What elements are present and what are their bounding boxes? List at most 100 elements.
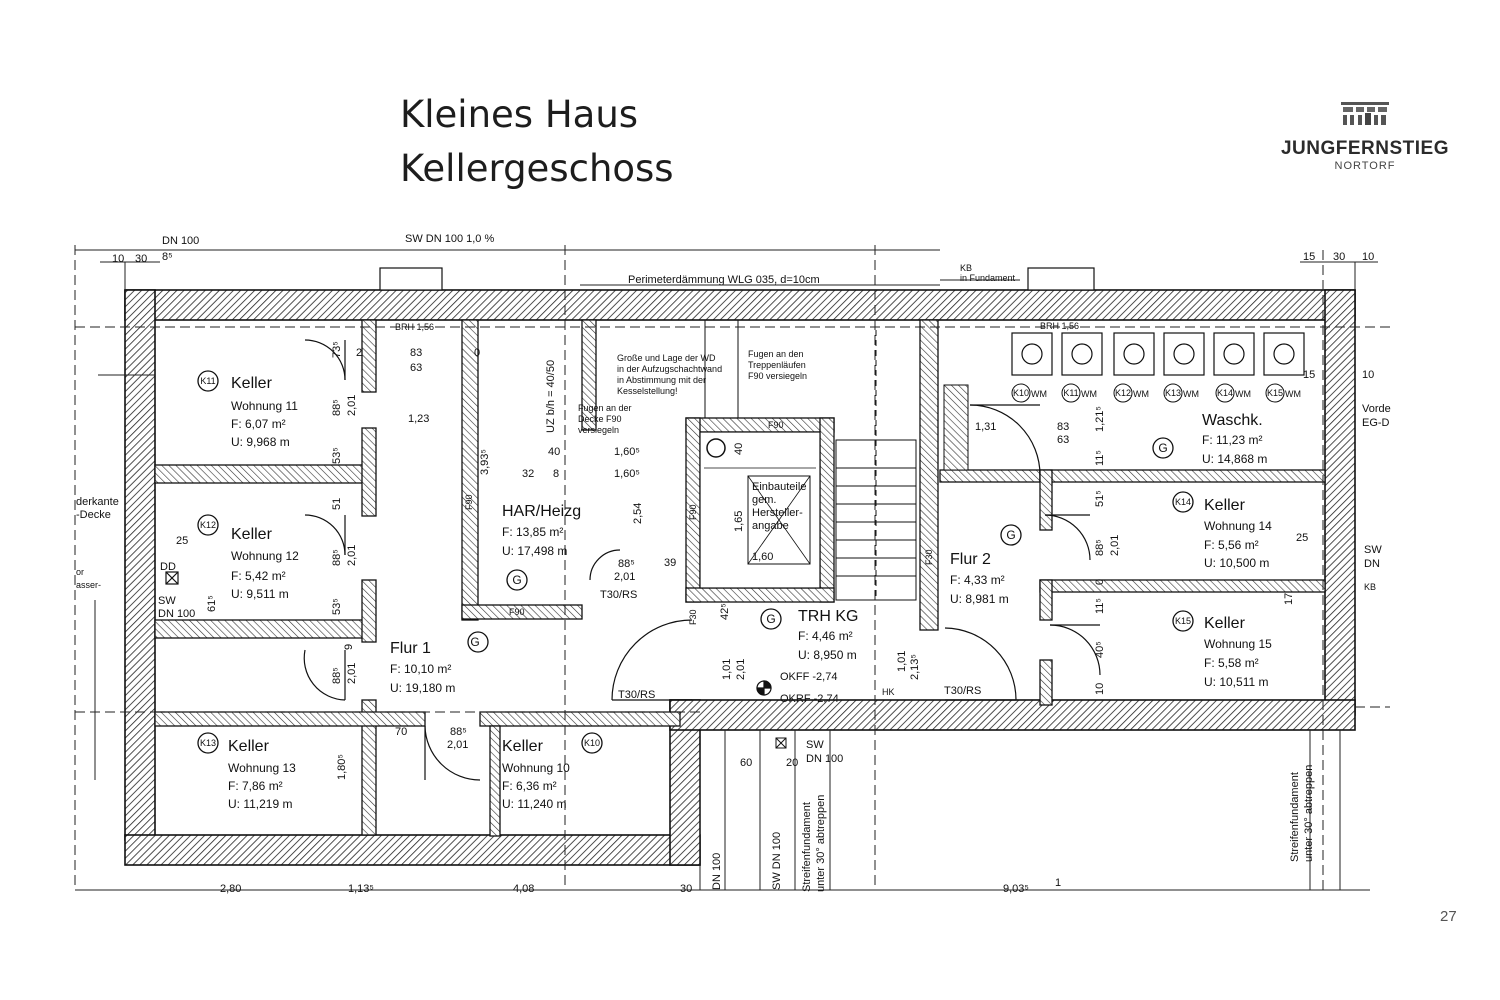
- room-badges: [197, 370, 1194, 754]
- note-okrf: OKRF -2,74: [780, 693, 839, 705]
- dim-40r: 40⁵: [1094, 641, 1106, 658]
- room-k12-name: Keller: [231, 526, 273, 543]
- dim-88a: 88⁵: [331, 399, 343, 416]
- dim-51: 51: [331, 498, 343, 510]
- note-dn100-left: DN 100: [158, 608, 195, 620]
- note-kb: KB: [960, 263, 972, 273]
- note-vorde-1: Vorde: [1362, 403, 1391, 415]
- dim-201c: 2,01: [346, 663, 358, 684]
- dim-51r: 51⁵: [1094, 490, 1106, 507]
- exterior-walls: [124, 289, 1356, 866]
- note-wasser-2: asser-: [76, 580, 101, 590]
- dim-201e: 2,01: [735, 659, 747, 680]
- machine-label-k14: K14 WM: [1215, 383, 1251, 403]
- note-f90-har: F90: [509, 607, 525, 617]
- note-wasser-1: or: [76, 567, 84, 577]
- note-t30-3: T30/RS: [600, 589, 637, 601]
- dim-32: 32: [522, 468, 534, 480]
- shaft-cabin-box: [747, 475, 811, 565]
- machine-labels: K10 WM K11 WM K12 WM K13 WM K14 WM K15 W…: [1011, 383, 1301, 403]
- dim-70: 70: [395, 726, 407, 738]
- dim-254: 2,54: [632, 503, 644, 524]
- dim-8b: 8: [553, 468, 559, 480]
- dim-9: 9: [343, 644, 355, 650]
- room-wasch-badge: G: [1158, 441, 1167, 455]
- elevation-marker-icon: [756, 680, 772, 696]
- dim-30: 30: [135, 253, 147, 265]
- room-har-area: F: 13,85 m²: [502, 525, 563, 539]
- dim-b903: 9,03⁵: [1003, 883, 1029, 895]
- dim-15: 15: [1303, 251, 1315, 263]
- note-f90-wall: F90: [464, 494, 474, 510]
- machine-label-k11: K11 WM: [1061, 383, 1097, 403]
- note-sw-left: SW: [158, 595, 176, 607]
- room-k14-unit: Wohnung 14: [1204, 519, 1272, 533]
- room-k13-unit: Wohnung 13: [228, 761, 296, 775]
- room-trh-badge: G: [766, 612, 775, 626]
- room-flur2-name: Flur 2: [950, 551, 991, 568]
- room-k11-area: F: 6,07 m²: [231, 417, 286, 431]
- machine-k12-badge: K12: [1115, 388, 1131, 398]
- room-k11: K11 Keller Wohnung 11 F: 6,07 m² U: 9,96…: [200, 375, 298, 449]
- note-fugen1-2: Treppenläufen: [748, 360, 806, 370]
- dim-10r: 10: [1362, 251, 1374, 263]
- room-wasch-area: F: 11,23 m²: [1202, 433, 1262, 447]
- dim-83r: 83: [1057, 421, 1069, 433]
- dim-0r: 0: [1094, 579, 1106, 585]
- room-k12-perimeter: U: 9,511 m: [231, 587, 289, 601]
- dim-88r: 88⁵: [1094, 539, 1106, 556]
- note-sw-bottom: SW: [806, 739, 824, 751]
- note-einbau-4: angabe: [752, 520, 789, 532]
- note-f30-wall: F30: [924, 549, 934, 565]
- dim-b1: 1: [1055, 877, 1061, 889]
- drain-symbol-icon: [165, 571, 179, 585]
- dim-88c: 88⁵: [331, 667, 343, 684]
- room-wasch-perimeter: U: 14,868 m: [1202, 452, 1267, 466]
- machine-k15-wm: WM: [1285, 389, 1301, 399]
- room-k10-name: Keller: [502, 738, 544, 755]
- note-dn100-v1: DN 100: [711, 853, 723, 890]
- dim-39: 39: [664, 557, 676, 569]
- room-har-name: HAR/Heizg: [502, 503, 581, 520]
- dim-123: 1,23: [408, 413, 429, 425]
- room-k15: K15 Keller Wohnung 15 F: 5,58 m² U: 10,5…: [1175, 615, 1272, 689]
- dim-40b: 40: [733, 443, 745, 455]
- note-fugen2-3: versiegeln: [578, 425, 619, 435]
- dim-63: 63: [410, 362, 422, 374]
- dim-30r: 30: [1333, 251, 1345, 263]
- room-k13-name: Keller: [228, 738, 270, 755]
- note-okff: OKFF -2,74: [780, 671, 837, 683]
- dim-121: 1,21⁵: [1094, 406, 1106, 432]
- dim-101a: 1,01: [721, 659, 733, 680]
- note-fugen2-1: Fugen an der: [578, 403, 632, 413]
- dim-83: 83: [410, 347, 422, 359]
- dim-b408: 4,08: [513, 883, 534, 895]
- note-vorde-2: EG-D: [1362, 417, 1390, 429]
- roof-box-right: [1027, 267, 1095, 291]
- note-kb-right: KB: [1364, 582, 1376, 592]
- room-k10-area: F: 6,36 m²: [502, 779, 557, 793]
- note-f90-top: F90: [768, 420, 784, 430]
- room-flur2-perimeter: U: 8,981 m: [950, 592, 1009, 606]
- building-logo-icon: [1341, 102, 1389, 125]
- machine-label-k13: K13 WM: [1163, 383, 1199, 403]
- room-k15-perimeter: U: 10,511 m: [1204, 675, 1268, 689]
- room-k15-name: Keller: [1204, 615, 1246, 632]
- dim-201d: 2,01: [614, 571, 635, 583]
- room-flur2-area: F: 4,33 m²: [950, 573, 1005, 587]
- jungfernstieg-logo: JUNGFERNSTIEG NORTORF: [1270, 96, 1460, 176]
- note-streifen-right-1: Streifenfundament: [1289, 772, 1301, 862]
- note-streifen-right-2: unter 30° abtreppen: [1303, 765, 1315, 862]
- room-k14-badge: K14: [1175, 497, 1191, 507]
- room-k11-perimeter: U: 9,968 m: [231, 435, 290, 449]
- dim-0: 0: [474, 347, 480, 359]
- dim-53a: 53⁵: [331, 447, 343, 464]
- shaft-column-icon: [706, 438, 726, 458]
- room-k15-badge: K15: [1175, 616, 1191, 626]
- dim-73: 73⁵: [331, 341, 343, 358]
- note-uz: UZ b/h = 40/50: [545, 360, 557, 433]
- dim-10: 10: [112, 253, 124, 265]
- note-dn100-v2: SW DN 100: [771, 832, 783, 890]
- drain-bottom-icon: [775, 737, 787, 749]
- room-k10-unit: Wohnung 10: [502, 761, 570, 775]
